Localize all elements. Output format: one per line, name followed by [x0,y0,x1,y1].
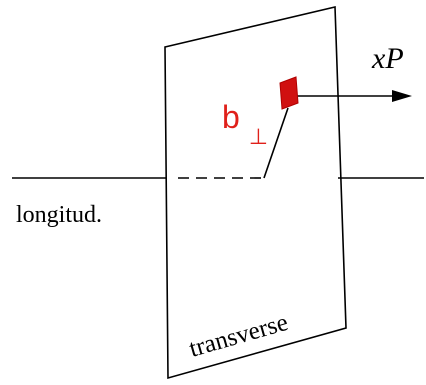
parton-marker [279,76,299,110]
impact-parameter-line [263,107,289,179]
momentum-arrow-head [392,90,412,102]
impact-parameter-label: b ⊥ [222,99,268,149]
impact-parameter-subscript: ⊥ [249,124,268,149]
transverse-plane [164,5,347,380]
longitudinal-label: longitud. [16,202,102,228]
momentum-label: xP [371,42,404,75]
impact-parameter-base: b [222,99,240,135]
